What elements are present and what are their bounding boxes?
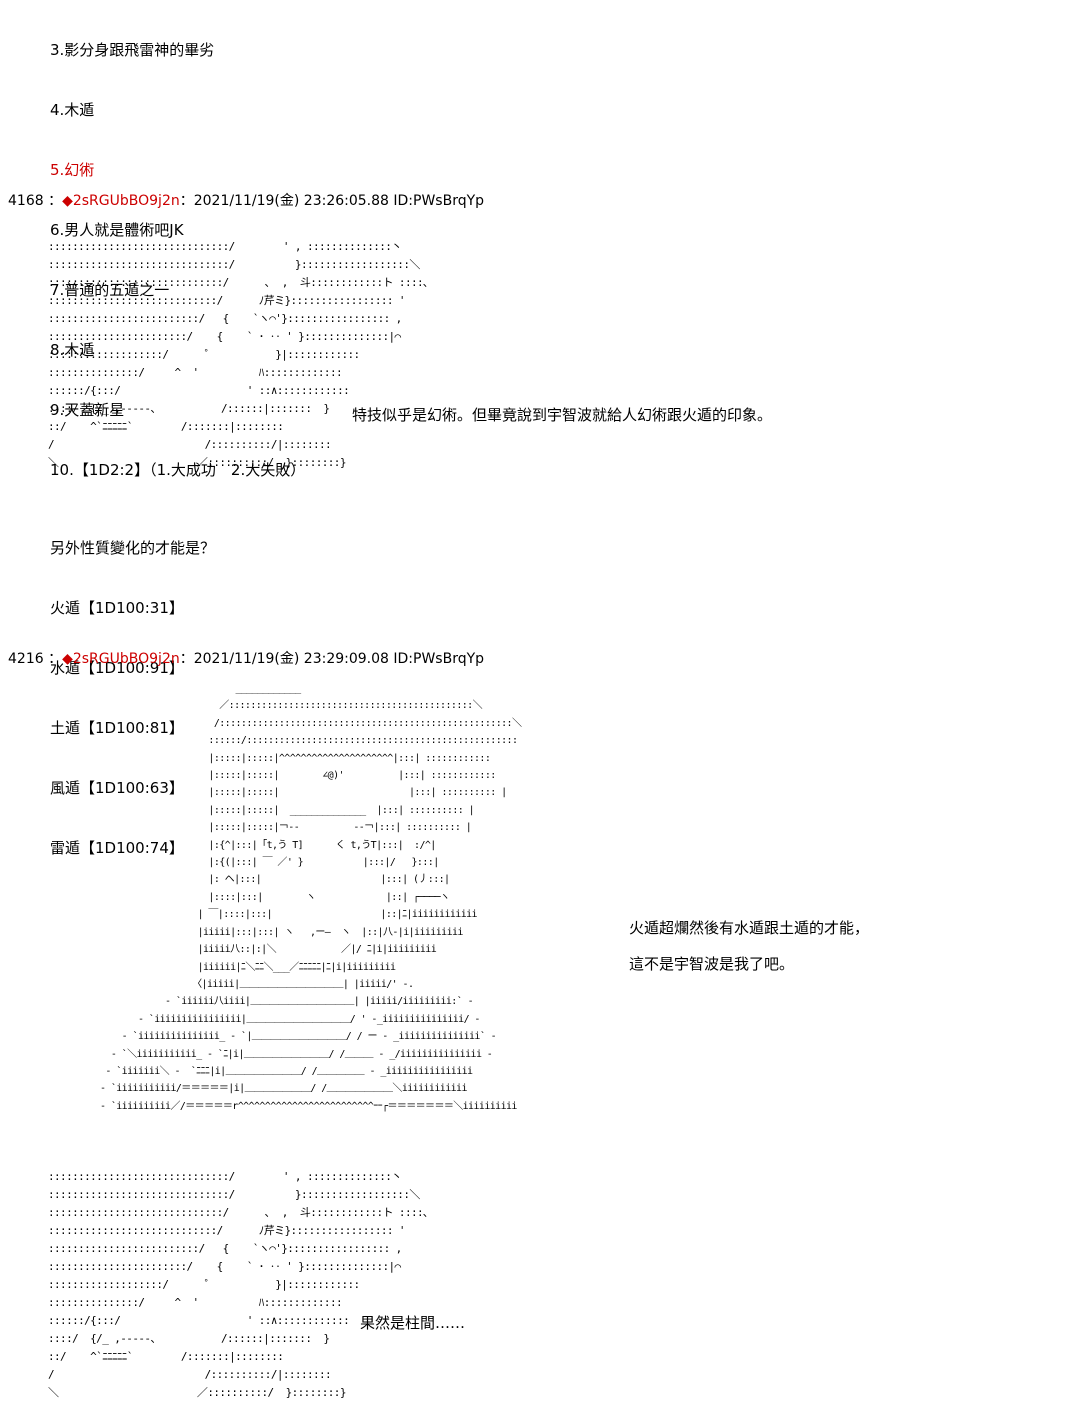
ascii-art-hashirama: ____________ ／::::::::::::::::::::::::::… [100, 683, 522, 1112]
option-list: 3.影分身跟飛雷神的畢劣 4.木遁 5.幻術 6.男人就是體術吧JK 7.普通的… [50, 0, 305, 500]
dialogue-text: 火遁超爛然後有水遁跟土遁的才能， [629, 919, 870, 937]
list-item: 9.天蓋新星 [50, 401, 125, 419]
tripcode: ◆2sRGUbBO9j2n [62, 193, 180, 209]
roll-item: 火遁【1D100:31】 [50, 599, 184, 617]
tripcode: ◆2sRGUbBO9j2n [62, 651, 180, 667]
dialogue-text: 這不是宇智波是我了吧。 [629, 955, 795, 973]
list-item: 4.木遁 [50, 101, 95, 119]
post-number: 4168 [8, 193, 44, 209]
post-header: 4168 ：◆2sRGUbBO9j2n：2021/11/19(金) 23:26:… [8, 192, 484, 210]
dice-roll-list: 另外性質變化的才能是？ 火遁【1D100:31】 水遁【1D100:91】 土遁… [50, 498, 215, 878]
roll-heading: 另外性質變化的才能是？ [50, 539, 216, 557]
post-meta: ：2021/11/19(金) 23:26:05.88 ID:PWsBrqYp [179, 193, 485, 209]
roll-item: 風遁【1D100:63】 [50, 779, 184, 797]
list-item: 10.【1D2:2】（1.大成功 2.大失敗） [50, 461, 306, 479]
post-header: 4216 ：◆2sRGUbBO9j2n：2021/11/19(金) 23:29:… [8, 650, 484, 668]
dialogue-text: 果然是柱間…… [360, 1314, 466, 1332]
post-meta: ：2021/11/19(金) 23:29:09.08 ID:PWsBrqYp [179, 651, 485, 667]
list-item: 8.木遁 [50, 341, 95, 359]
list-item: 7.普通的五遁之一 [50, 281, 170, 299]
post-separator: ： [48, 651, 63, 667]
ascii-art-character: ::::::::::::::::::::::::::::::/ ' , ::::… [48, 240, 429, 469]
list-item-highlighted: 5.幻術 [50, 161, 95, 179]
list-item: 6.男人就是體術吧JK [50, 221, 184, 239]
roll-item: 水遁【1D100:91】 [50, 659, 184, 677]
ascii-art-character: ::::::::::::::::::::::::::::::/ ' , ::::… [48, 1170, 429, 1399]
roll-item: 土遁【1D100:81】 [50, 719, 184, 737]
post-number: 4216 [8, 651, 44, 667]
roll-item: 雷遁【1D100:74】 [50, 839, 184, 857]
list-item: 3.影分身跟飛雷神的畢劣 [50, 41, 215, 59]
dialogue-text: 特技似乎是幻術。但畢竟說到宇智波就給人幻術跟火遁的印象。 [352, 406, 773, 424]
post-separator: ： [48, 193, 63, 209]
